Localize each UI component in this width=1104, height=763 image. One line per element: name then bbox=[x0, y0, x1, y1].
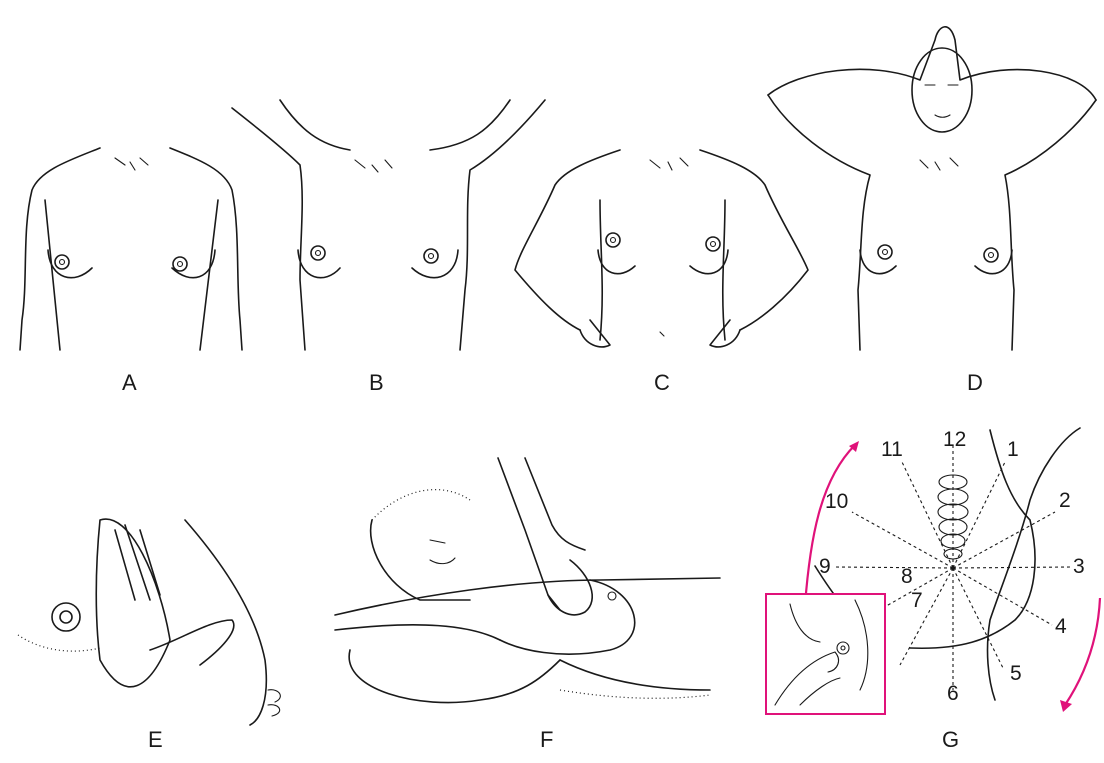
clock-number-1: 1 bbox=[1007, 438, 1019, 461]
clock-number-12: 12 bbox=[943, 428, 966, 451]
panel-b-label: B bbox=[369, 370, 384, 395]
clockwise-arrow-top bbox=[805, 445, 855, 605]
clock-number-9: 9 bbox=[819, 555, 831, 578]
clock-number-8: 8 bbox=[901, 565, 913, 588]
clock-number-4: 4 bbox=[1055, 615, 1067, 638]
panel-e-label: E bbox=[148, 727, 163, 752]
panel-c-label: C bbox=[654, 370, 670, 395]
panel-f-figure bbox=[335, 458, 720, 703]
panel-b-figure bbox=[232, 100, 545, 350]
clock-number-5: 5 bbox=[1010, 662, 1022, 685]
clock-number-3: 3 bbox=[1073, 555, 1085, 578]
clock-number-6: 6 bbox=[947, 682, 959, 705]
inset-hand-box bbox=[766, 594, 885, 714]
panel-g-label: G bbox=[942, 727, 959, 752]
clock-number-2: 2 bbox=[1059, 489, 1071, 512]
clock-number-10: 10 bbox=[825, 490, 848, 513]
panel-g-figure bbox=[766, 428, 1100, 714]
clock-number-11: 11 bbox=[881, 438, 903, 461]
panel-a-figure bbox=[20, 148, 242, 350]
panel-c-figure bbox=[515, 150, 808, 347]
clockwise-arrow-bottom bbox=[1065, 598, 1100, 705]
panel-d-label: D bbox=[967, 370, 983, 395]
panel-e-figure bbox=[18, 519, 280, 725]
clock-number-7: 7 bbox=[911, 589, 923, 612]
panel-a-label: A bbox=[122, 370, 137, 395]
panel-f-label: F bbox=[540, 727, 553, 752]
panel-d-figure bbox=[768, 27, 1096, 350]
